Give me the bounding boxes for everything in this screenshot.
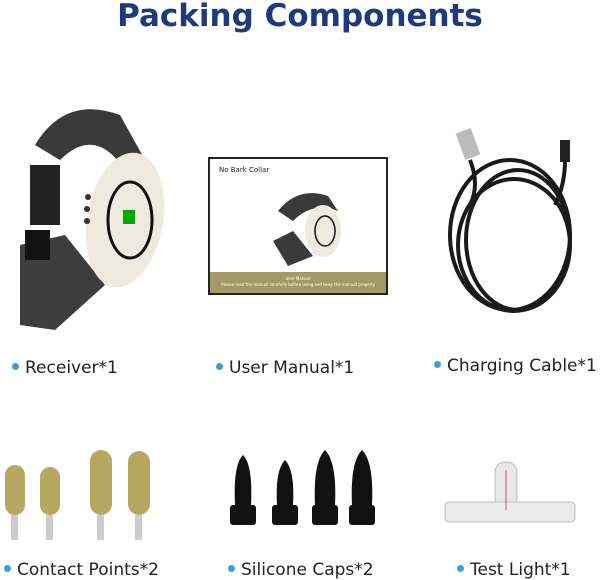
label-text: Silicone Caps*2 bbox=[241, 560, 374, 580]
bullet-icon bbox=[457, 564, 464, 572]
label-text: Test Light*1 bbox=[470, 560, 571, 580]
item-label-user-manual: User Manual*1 bbox=[216, 358, 354, 378]
label-text: Receiver*1 bbox=[25, 358, 118, 378]
item-label-charging-cable: Charging Cable*1 bbox=[434, 356, 597, 376]
item-label-contact-points: Contact Points*2 bbox=[4, 560, 159, 580]
collar-illustration bbox=[273, 193, 341, 266]
manual-heading: No Bark Collar bbox=[219, 166, 270, 174]
manual-band: User Manual Please read the manual caref… bbox=[210, 272, 386, 293]
label-text: Charging Cable*1 bbox=[447, 356, 597, 376]
manual-band-text: Please read the manual carefully before … bbox=[221, 282, 375, 287]
item-label-test-light: Test Light*1 bbox=[457, 560, 571, 580]
page-title: Packing Components bbox=[117, 0, 483, 34]
test-light-image bbox=[444, 461, 576, 523]
item-label-silicone-caps: Silicone Caps*2 bbox=[228, 560, 374, 580]
manual-band-title: User Manual bbox=[285, 276, 311, 281]
label-text: Contact Points*2 bbox=[17, 560, 159, 580]
user-manual-image: No Bark Collar User Manual Please read t… bbox=[208, 157, 388, 295]
label-text: User Manual*1 bbox=[229, 358, 355, 378]
bullet-icon bbox=[228, 564, 235, 572]
charging-cable-image bbox=[448, 128, 572, 313]
bullet-icon bbox=[12, 362, 19, 370]
contact-points-image bbox=[5, 450, 150, 540]
item-label-receiver: Receiver*1 bbox=[12, 358, 118, 378]
bullet-icon bbox=[434, 360, 441, 368]
silicone-caps-image bbox=[230, 450, 375, 525]
receiver-image bbox=[20, 109, 165, 330]
bullet-icon bbox=[4, 564, 11, 572]
bullet-icon bbox=[216, 362, 223, 370]
